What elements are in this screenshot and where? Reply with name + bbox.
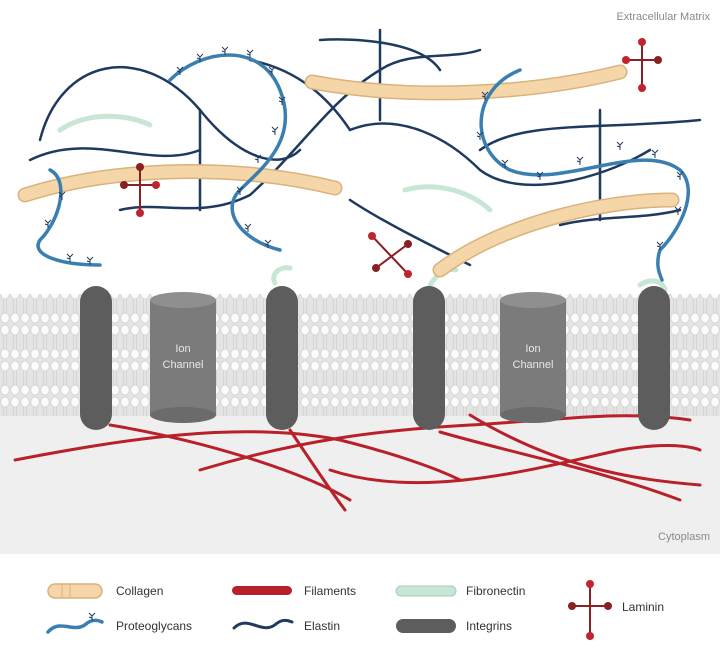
elastin-icon: [232, 618, 294, 630]
legend-laminin: Laminin: [568, 580, 664, 640]
legend-elastin: Elastin: [232, 618, 340, 633]
legend-collagen-label: Collagen: [116, 584, 163, 598]
integrin-icon: [396, 619, 456, 633]
filaments: [13, 413, 702, 512]
fibronectin-strands: [57, 113, 668, 293]
integrin-1: [80, 286, 112, 430]
legend-proteoglycans: Proteoglycans: [46, 612, 192, 634]
elastin-network: [28, 28, 702, 267]
legend-elastin-label: Elastin: [304, 619, 340, 633]
legend-laminin-label: Laminin: [622, 600, 664, 614]
ion-channel-2-line1: Ion: [525, 343, 540, 355]
filament-icon: [232, 586, 292, 595]
lipid-bilayer: [0, 294, 720, 416]
legend-fibronectin: Fibronectin: [395, 584, 525, 598]
legend-fibronectin-label: Fibronectin: [466, 584, 525, 598]
cytoplasm-label: Cytoplasm: [658, 531, 710, 543]
legend: Collagen Proteoglycans Filaments Elastin…: [46, 580, 664, 640]
ion-channel-1: Ion Channel: [150, 292, 216, 423]
laminin-3: [368, 232, 412, 278]
collagen-fibers: [17, 64, 680, 278]
ion-channel-2-line2: Channel: [513, 359, 554, 371]
integrin-2: [266, 286, 298, 430]
proteoglycans: [36, 53, 690, 282]
extracellular-label: Extracellular Matrix: [616, 11, 710, 23]
integrins: [80, 286, 670, 430]
legend-collagen: Collagen: [47, 583, 163, 599]
ion-channel-1-line2: Channel: [163, 359, 204, 371]
fibronectin-icon: [395, 585, 457, 597]
legend-filaments: Filaments: [232, 584, 356, 598]
ion-channel-2: Ion Channel: [500, 292, 566, 423]
laminin-1: [622, 38, 662, 92]
legend-proteoglycans-label: Proteoglycans: [116, 619, 192, 633]
legend-integrins: Integrins: [396, 619, 512, 633]
integrin-4: [638, 286, 670, 430]
laminin-icon: [568, 580, 612, 640]
cytoplasm-region: [0, 414, 720, 554]
ion-channel-1-line1: Ion: [175, 343, 190, 355]
legend-filaments-label: Filaments: [304, 584, 356, 598]
legend-integrins-label: Integrins: [466, 619, 512, 633]
laminin-2: [120, 163, 160, 217]
laminin-molecules: [120, 38, 662, 278]
integrin-3: [413, 286, 445, 430]
collagen-icon: [47, 583, 103, 599]
proteoglycan-icon: [46, 612, 104, 634]
